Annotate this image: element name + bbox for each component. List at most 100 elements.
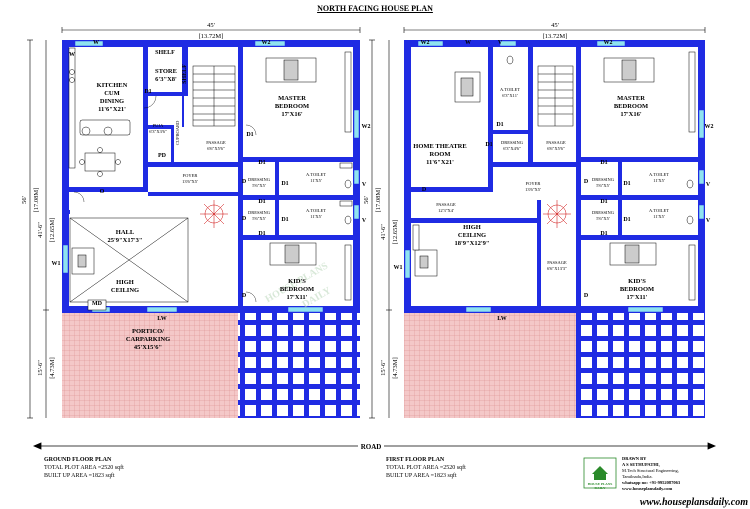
gf-door-d1b: D1 bbox=[246, 132, 253, 138]
ff-lw: LW bbox=[497, 316, 506, 322]
ff-high-ceiling-size: 18'9"X12'9" bbox=[454, 240, 489, 247]
gf-master-label-2: BEDROOM bbox=[275, 103, 309, 110]
gf-master-label-1: MASTER bbox=[278, 95, 306, 102]
ff-door-d1c: D1 bbox=[600, 160, 607, 166]
gf-footer-area2: BUILT UP AREA =1823 sqft bbox=[44, 472, 115, 479]
gf-store-size: 6'3"X8' bbox=[155, 76, 177, 83]
gf-vent-v-b: V bbox=[362, 218, 367, 224]
credit-name: A S SETHUPATHI, bbox=[622, 462, 660, 467]
credit-website: www.houseplansdaily.com bbox=[622, 486, 673, 491]
gf-door-d1e: D1 bbox=[258, 199, 265, 205]
dim-inner-ft-first: 41'-6" bbox=[380, 224, 387, 240]
portico-tiles bbox=[62, 313, 238, 418]
ff-passage2-label: PASSAGE bbox=[436, 202, 456, 207]
gf-store-label: STORE bbox=[155, 68, 177, 75]
gf-door-d1f: D1 bbox=[281, 217, 288, 223]
ff-door-d-a: D bbox=[422, 187, 427, 193]
gf-hall-size: 25'9"X17'3" bbox=[107, 237, 142, 244]
ff-passage1-size: 6'6"X5'6" bbox=[547, 146, 565, 151]
dim-front-m-ground: [4.73M] bbox=[49, 357, 56, 378]
gf-portico-label-1: PORTICO/ bbox=[132, 328, 164, 335]
dim-depth-m-ground: [17.08M] bbox=[33, 188, 40, 213]
ff-passage3-size: 6'6"X13'3" bbox=[547, 266, 567, 271]
page-title: NORTH FACING HOUSE PLAN bbox=[317, 4, 433, 13]
gf-puja-size: 6'3"X3'6" bbox=[149, 129, 167, 134]
kitchen-fittings bbox=[68, 47, 131, 177]
ff-door-d1f: D1 bbox=[623, 217, 630, 223]
gf-kitchen-label-3: DINING bbox=[100, 98, 124, 105]
gf-kitchen-size: 11'6"X21' bbox=[98, 106, 126, 113]
dim-width-m-ground: [13.72M] bbox=[199, 33, 224, 40]
gf-cupboard-label: CUPBOARD bbox=[175, 120, 180, 145]
gf-kids-size: 17'X11' bbox=[287, 294, 308, 301]
ff-master-size: 17'X16' bbox=[620, 111, 642, 118]
ff-theatre-label-1: HOME THEATRE bbox=[413, 143, 466, 150]
ff-dressing0-label: DRESSING bbox=[501, 140, 524, 145]
dim-front-m-first: [4.73M] bbox=[392, 357, 399, 378]
ff-passage3-label: PASSAGE bbox=[547, 260, 567, 265]
ff-window-w2-b: W2 bbox=[604, 40, 613, 46]
ff-door-d1d: D1 bbox=[623, 181, 630, 187]
dim-depth-ft-ground: 56' bbox=[21, 196, 28, 204]
gf-dressing1-label: DRESSING bbox=[248, 177, 271, 182]
gf-toilet1-size: 11'X5' bbox=[310, 178, 322, 183]
gf-puja-label: PUJA bbox=[153, 123, 165, 128]
gf-dressing2-label: DRESSING bbox=[248, 210, 271, 215]
dim-width-ft-first: 45' bbox=[551, 22, 559, 29]
dim-front-ft-ground: 15'-6" bbox=[37, 360, 44, 376]
ff-door-d1b: D1 bbox=[485, 142, 492, 148]
credit-whatsapp: whatsapp no: +91-9952087063 bbox=[622, 480, 681, 485]
ff-vent-v-c: V bbox=[706, 218, 711, 224]
gf-door-d-c: D bbox=[242, 293, 247, 299]
gf-kitchen-label-2: CUM bbox=[104, 90, 120, 97]
gf-dressing2-size: 5'6"X5' bbox=[252, 216, 266, 221]
dim-inner-ft-ground: 41'-6" bbox=[37, 222, 44, 238]
gf-foyer-size: 13'6"X5' bbox=[182, 179, 198, 184]
gf-door-d1a: D1 bbox=[144, 89, 151, 95]
ff-dressing0-size: 6'3"X4'6" bbox=[503, 146, 521, 151]
gf-opening-o: O bbox=[100, 189, 105, 195]
gf-door-d1d: D1 bbox=[281, 181, 288, 187]
ff-master-label-2: BEDROOM bbox=[614, 103, 648, 110]
ff-window-w2-a: W2 bbox=[421, 40, 430, 46]
gf-toilet2-label: A.TOILET bbox=[306, 208, 326, 213]
pergola-grid bbox=[238, 310, 360, 418]
gf-window-w-b: W bbox=[69, 52, 75, 58]
ff-foyer-size: 13'6"X5' bbox=[525, 187, 541, 192]
ff-footer-area2: BUILT UP AREA =1823 sqft bbox=[386, 472, 457, 479]
dim-front-ft-first: 15'-6" bbox=[380, 360, 387, 376]
gf-foyer-label: FOYER bbox=[183, 173, 198, 178]
gf-lw: LW bbox=[157, 316, 166, 322]
road-label: ROAD bbox=[361, 443, 382, 451]
logo-line1: HOUSE PLANS bbox=[588, 482, 613, 486]
gf-door-d1c: D1 bbox=[258, 160, 265, 166]
credit-drawn-by: DRAWN BY bbox=[622, 456, 647, 461]
gf-main-door-md: MD bbox=[92, 301, 103, 307]
credit-degree: M.Tech Structural Engineering, bbox=[622, 468, 679, 474]
gf-shelf-2: SHELF bbox=[182, 64, 188, 84]
ff-footer-title: FIRST FLOOR PLAN bbox=[386, 457, 445, 463]
gf-door-d1g: D1 bbox=[258, 231, 265, 237]
ff-door-d-c: D bbox=[584, 293, 589, 299]
ff-door-d1a: D1 bbox=[496, 122, 503, 128]
ff-high-ceiling-2: CEILING bbox=[458, 232, 486, 239]
ff-vent-v-a: V bbox=[498, 40, 503, 46]
ff-window-w1: W1 bbox=[394, 265, 403, 271]
gf-window-w2-b: W2 bbox=[362, 124, 371, 130]
gf-hall-label: HALL bbox=[116, 229, 135, 236]
gf-hall-ceiling-1: HIGH bbox=[116, 279, 134, 286]
dim-width-m-first: [13.72M] bbox=[543, 33, 568, 40]
ff-toilet-size: 6'3"X11' bbox=[502, 93, 518, 98]
gf-passage-size: 6'6"X5'6" bbox=[207, 146, 225, 151]
ff-door-d1g: D1 bbox=[600, 231, 607, 237]
dim-depth-m-first: [17.08M] bbox=[375, 188, 382, 213]
dim-inner-m-ground: [12.65M] bbox=[49, 218, 56, 243]
gf-door-pd: PD bbox=[158, 153, 167, 159]
ff-door-d1e: D1 bbox=[600, 199, 607, 205]
gf-vent-v-a: V bbox=[362, 182, 367, 188]
first-staircase bbox=[537, 65, 574, 127]
dim-inner-m-first: [12.65M] bbox=[392, 220, 399, 245]
gf-passage-label: PASSAGE bbox=[206, 140, 226, 145]
ff-master-label-1: MASTER bbox=[617, 95, 645, 102]
